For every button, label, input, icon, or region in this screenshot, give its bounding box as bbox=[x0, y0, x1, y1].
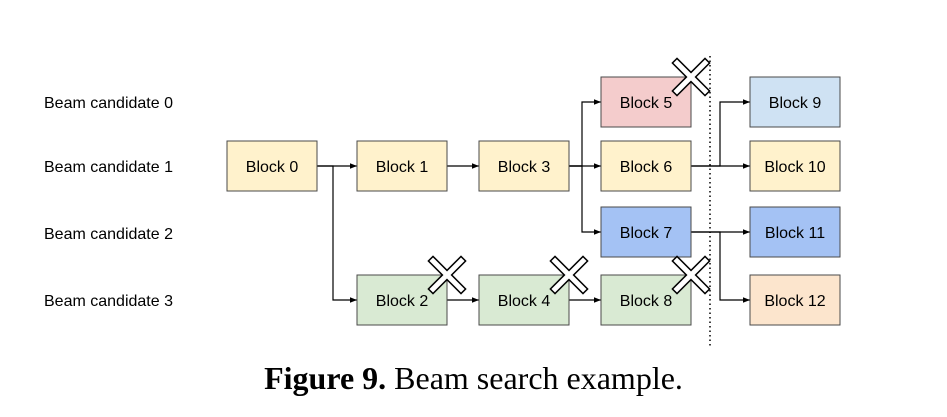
block-8: Block 8 bbox=[600, 274, 692, 326]
block-7: Block 7 bbox=[600, 206, 692, 258]
block-box bbox=[749, 140, 841, 192]
caption-label: Figure 9. bbox=[264, 360, 387, 396]
block-label: Block 11 bbox=[765, 225, 825, 242]
edge-b3-to-b5 bbox=[569, 99, 601, 167]
block-9: Block 9 bbox=[749, 76, 841, 128]
block-3: Block 3 bbox=[478, 140, 570, 192]
edge-b6-to-b9 bbox=[691, 99, 750, 167]
pruned-x-icon bbox=[671, 57, 711, 97]
block-10: Block 10 bbox=[749, 140, 841, 192]
row-label-beam-candidate-3: Beam candidate 3 bbox=[44, 293, 173, 310]
pruned-x-icon bbox=[427, 255, 467, 295]
block-label: Block 5 bbox=[620, 95, 673, 112]
block-11: Block 11 bbox=[749, 206, 841, 258]
block-1: Block 1 bbox=[356, 140, 448, 192]
block-2: Block 2 bbox=[356, 274, 448, 326]
block-12: Block 12 bbox=[749, 274, 841, 326]
edge-b0-to-b2 bbox=[317, 165, 357, 303]
block-box bbox=[478, 274, 570, 326]
block-label: Block 0 bbox=[246, 159, 299, 176]
edge-b3-to-b7 bbox=[569, 165, 601, 235]
block-box bbox=[478, 140, 570, 192]
edge-b7-to-b12 bbox=[691, 231, 750, 303]
figure-caption: Figure 9. Beam search example. bbox=[0, 360, 947, 397]
block-box bbox=[600, 274, 692, 326]
block-label: Block 9 bbox=[769, 95, 822, 112]
block-label: Block 1 bbox=[376, 159, 429, 176]
block-label: Block 4 bbox=[498, 293, 551, 310]
block-box bbox=[600, 140, 692, 192]
pruned-x-icon bbox=[549, 255, 589, 295]
block-box bbox=[356, 140, 448, 192]
row-label-beam-candidate-0: Beam candidate 0 bbox=[44, 95, 173, 112]
block-label: Block 10 bbox=[764, 159, 825, 176]
block-box bbox=[749, 206, 841, 258]
block-label: Block 2 bbox=[376, 293, 429, 310]
block-6: Block 6 bbox=[600, 140, 692, 192]
block-0: Block 0 bbox=[226, 140, 318, 192]
block-box bbox=[749, 76, 841, 128]
block-label: Block 6 bbox=[620, 159, 673, 176]
block-box bbox=[600, 76, 692, 128]
pruned-x-icon bbox=[671, 255, 711, 295]
block-label: Block 7 bbox=[620, 225, 673, 242]
block-box bbox=[356, 274, 448, 326]
block-4: Block 4 bbox=[478, 274, 570, 326]
caption-text: Beam search example. bbox=[394, 360, 683, 396]
block-label: Block 3 bbox=[498, 159, 551, 176]
block-label: Block 12 bbox=[764, 293, 825, 310]
block-label: Block 8 bbox=[620, 293, 673, 310]
block-box bbox=[749, 274, 841, 326]
block-5: Block 5 bbox=[600, 76, 692, 128]
block-box bbox=[226, 140, 318, 192]
block-box bbox=[600, 206, 692, 258]
row-label-beam-candidate-2: Beam candidate 2 bbox=[44, 226, 173, 243]
row-label-beam-candidate-1: Beam candidate 1 bbox=[44, 159, 173, 176]
